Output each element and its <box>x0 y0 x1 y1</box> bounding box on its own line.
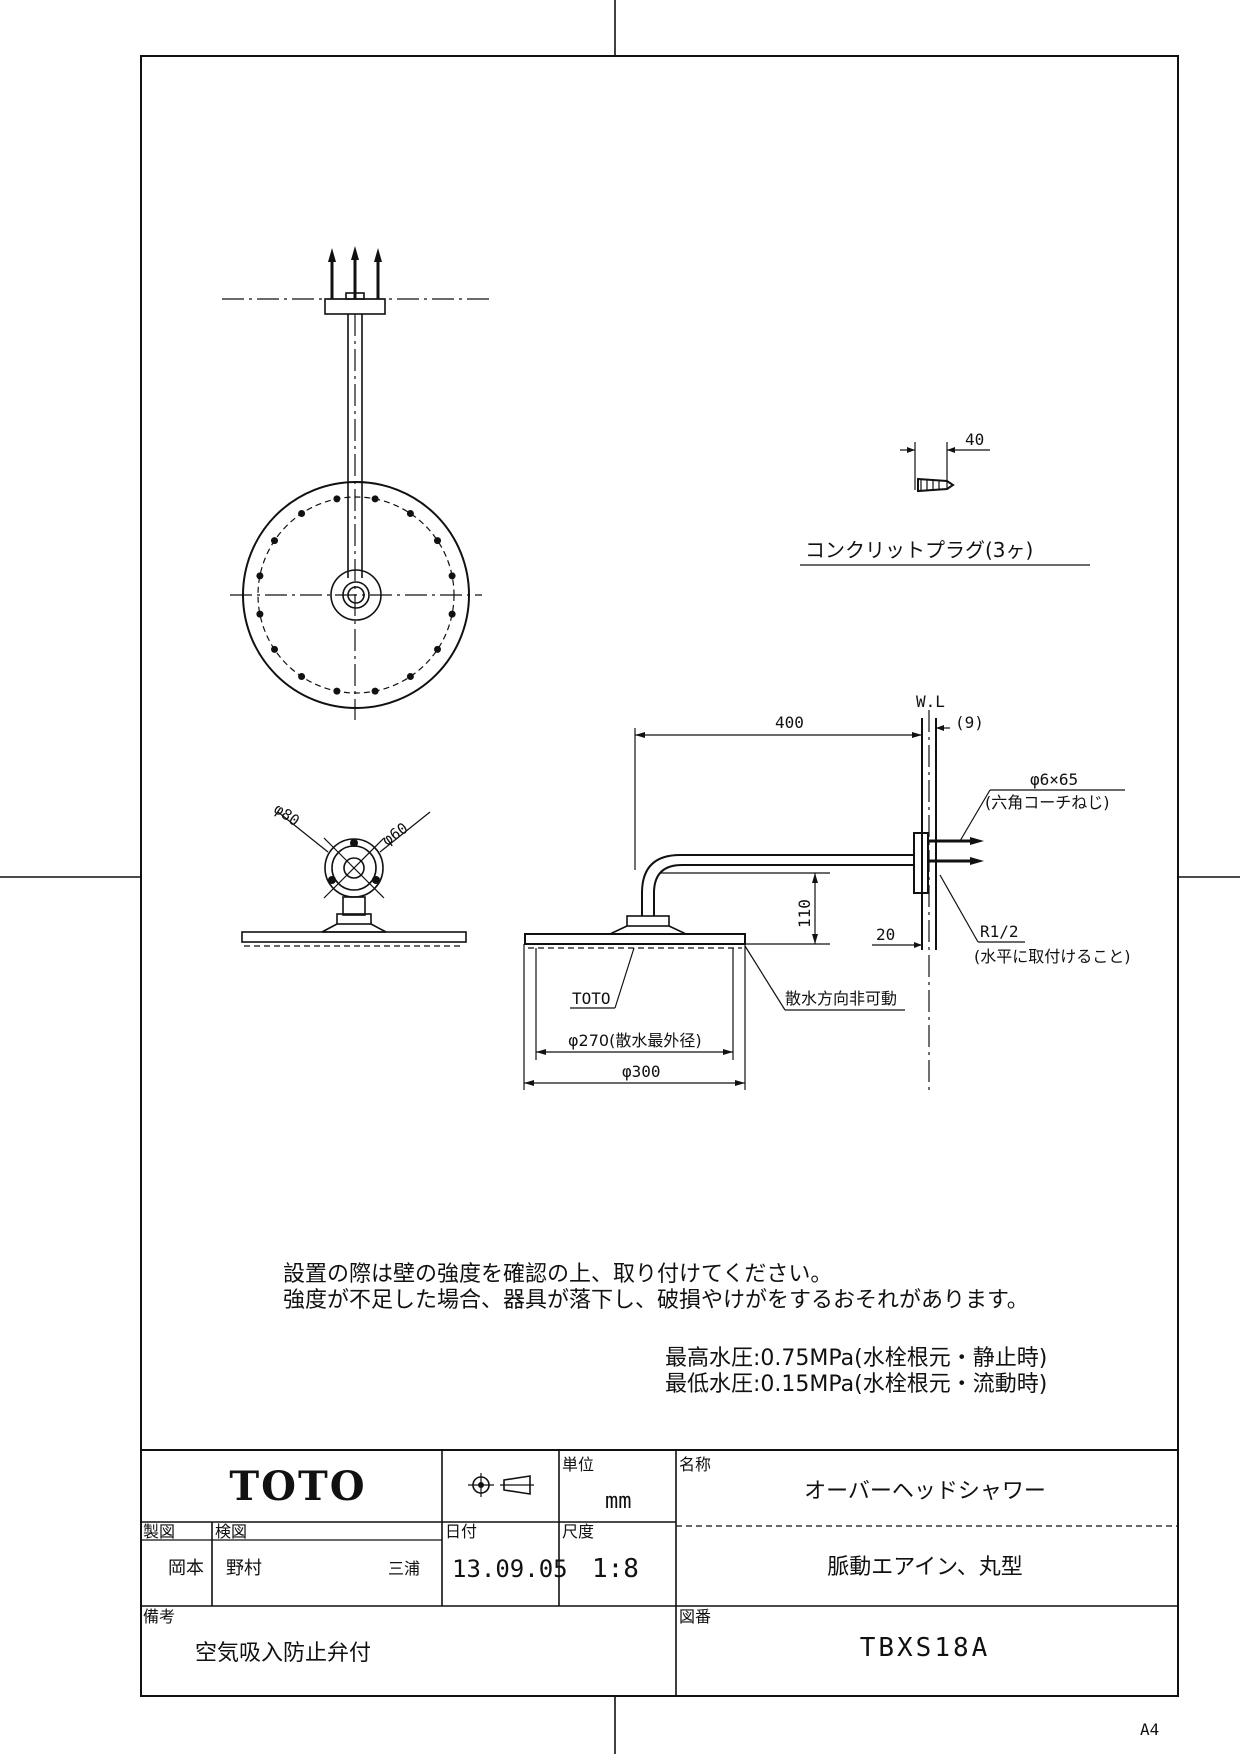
scale-value: 1:8 <box>592 1554 639 1584</box>
spray-hole <box>271 537 278 545</box>
spray-hole <box>298 510 306 517</box>
spray-hole <box>371 687 379 695</box>
spray-hole <box>256 572 264 580</box>
min-pressure: 最低水圧:0.15MPa(水栓根元・流動時) <box>665 1372 1047 1397</box>
phi80-label: φ80 <box>270 800 303 830</box>
remarks-value: 空気吸入防止弁付 <box>195 1641 371 1666</box>
drafted-label: 製図 <box>143 1522 175 1541</box>
side-view: W.L 400 (9) φ6×65 (六角コーチねじ) <box>523 692 1131 1095</box>
toto-mark-label: TOTO <box>572 989 611 1008</box>
checked-label: 検図 <box>215 1522 247 1541</box>
unit-value: mm <box>605 1489 632 1514</box>
spray-hole <box>448 572 456 580</box>
screw-label: φ6×65 <box>1030 770 1078 789</box>
spray-hole <box>333 687 341 695</box>
date-label: 日付 <box>445 1522 477 1541</box>
paper-size: A4 <box>1140 1720 1159 1739</box>
dim-110: 110 <box>795 899 814 928</box>
drafted-value: 岡本 <box>168 1558 204 1579</box>
phi60-label: φ60 <box>379 819 412 849</box>
dim-400: 400 <box>775 713 804 732</box>
spray-hole <box>434 645 441 653</box>
checked-value: 野村 <box>226 1558 262 1579</box>
top-view <box>222 246 490 720</box>
name-label: 名称 <box>679 1455 711 1474</box>
spray-fixed-label: 散水方向非可動 <box>785 989 897 1008</box>
unit-label: 単位 <box>562 1455 594 1474</box>
spray-hole <box>298 673 306 680</box>
brand-logo: TOTO <box>229 1463 366 1510</box>
plug-detail: 40 コンクリットプラグ(3ヶ) <box>800 430 1090 566</box>
drawing-border <box>140 55 1179 1697</box>
note-line-2: 強度が不足した場合、器具が落下し、破損やけがをするおそれがあります。 <box>283 1288 1029 1313</box>
phi270-label: φ270(散水最外径) <box>568 1031 702 1050</box>
date-value: 13.09.05 <box>452 1555 568 1583</box>
name-value: オーバーヘッドシャワー <box>804 1479 1046 1504</box>
notes: 設置の際は壁の強度を確認の上、取り付けてください。 強度が不足した場合、器具が落… <box>283 1262 1047 1397</box>
phi300-label: φ300 <box>622 1062 661 1081</box>
wl-label: W.L <box>916 692 945 711</box>
plug-label: コンクリットプラグ(3ヶ) <box>805 538 1033 562</box>
approved-value: 三浦 <box>388 1559 420 1578</box>
spray-hole <box>371 495 379 503</box>
drawing-no-label: 図番 <box>679 1607 711 1626</box>
scale-label: 尺度 <box>562 1522 594 1541</box>
spray-hole <box>434 537 441 545</box>
spray-holes <box>256 495 456 695</box>
spray-hole <box>406 673 414 680</box>
dim-9: (9) <box>955 713 984 732</box>
spray-hole <box>333 495 341 503</box>
title-block: TOTO 単位 mm 名称 オーバーヘッドシャワー 脈動エアイン、丸型 製図 岡… <box>141 1449 1178 1696</box>
spray-hole <box>448 610 456 618</box>
spray-hole <box>271 645 278 653</box>
r12-note: (水平に取付けること) <box>974 947 1131 966</box>
plug-length: 40 <box>965 430 984 449</box>
drawing-no-value: TBXS18A <box>860 1633 991 1663</box>
subname-value: 脈動エアイン、丸型 <box>827 1555 1023 1580</box>
spray-hole <box>406 510 414 517</box>
remarks-label: 備考 <box>143 1607 175 1626</box>
projection-symbol <box>468 1473 534 1497</box>
dim-20: 20 <box>876 925 895 944</box>
note-line-1: 設置の際は壁の強度を確認の上、取り付けてください。 <box>283 1262 832 1287</box>
screw-type-label: (六角コーチねじ) <box>985 793 1110 812</box>
spray-hole <box>256 610 264 618</box>
front-view: φ80 φ60 <box>241 800 467 947</box>
r12-label: R1/2 <box>980 922 1019 941</box>
max-pressure: 最高水圧:0.75MPa(水栓根元・静止時) <box>665 1346 1047 1371</box>
